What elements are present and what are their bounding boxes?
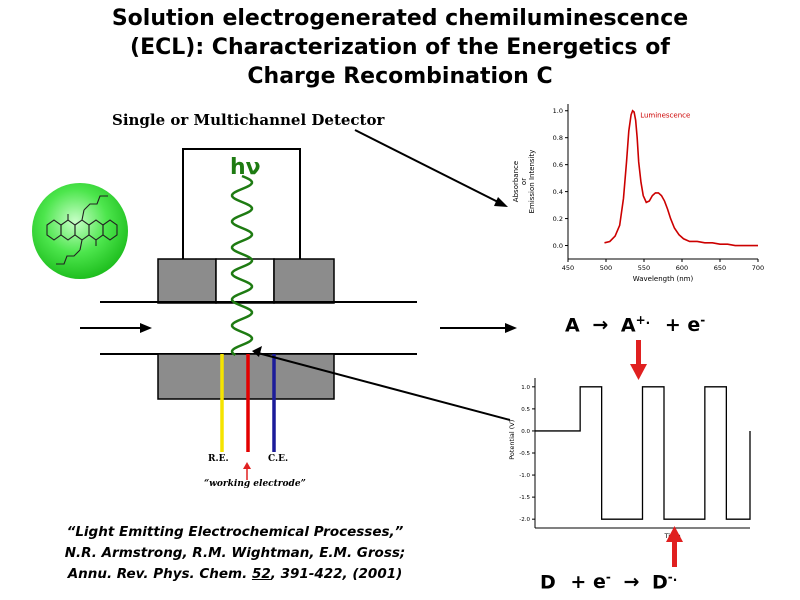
spectrum-axes bbox=[567, 104, 758, 260]
spectrum-x-tick-label: 550 bbox=[638, 264, 650, 272]
spectrum-y-tick-label: 0.2 bbox=[553, 215, 563, 223]
potential-y-tick-label: 1.0 bbox=[521, 385, 530, 391]
spectrum-y-label-line-2: or bbox=[520, 178, 528, 185]
working-electrode-pointer bbox=[243, 462, 251, 480]
spectrum-legend-label: Luminescence bbox=[640, 111, 690, 119]
potential-y-tick-label: 0.5 bbox=[521, 407, 530, 413]
molecule-structure bbox=[32, 183, 128, 279]
molecule-bonds bbox=[46, 195, 118, 265]
title-line-2: (ECL): Characterization of the Energetic… bbox=[130, 35, 670, 60]
citation: “Light Emitting Electrochemical Processe… bbox=[0, 522, 470, 585]
eq-d-electron-charge: - bbox=[605, 570, 611, 584]
slide-title: Solution electrogenerated chemiluminesce… bbox=[0, 4, 800, 91]
eq-a-ion: A bbox=[620, 314, 636, 337]
citation-pages-year: , 391-422, (2001) bbox=[270, 566, 403, 582]
citation-line-2: N.R. Armstrong, R.M. Wightman, E.M. Gros… bbox=[64, 545, 406, 561]
spectrum-x-tick-label: 650 bbox=[714, 264, 726, 272]
potential-y-tick-label: 0.0 bbox=[521, 429, 530, 435]
citation-volume: 52 bbox=[251, 566, 271, 582]
citation-line-3: Annu. Rev. Phys. Chem. 52, 391-422, (200… bbox=[0, 564, 470, 585]
working-electrode-label: “working electrode” bbox=[204, 479, 306, 489]
detector-leader-line bbox=[354, 129, 508, 207]
spectrum-y-tick-label: 0.8 bbox=[553, 134, 563, 142]
potential-x-axis-label: Time bbox=[664, 532, 681, 540]
eq-arrow: → bbox=[592, 314, 609, 337]
spectrum-y-label-line-3: Emission Intensity bbox=[528, 150, 536, 214]
eq-d-arrow: → bbox=[623, 571, 640, 594]
emission-wave bbox=[230, 174, 254, 357]
citation-journal: Annu. Rev. Phys. Chem. bbox=[67, 566, 252, 582]
potential-y-axis-label: Potential (V) bbox=[508, 420, 516, 460]
eq-d-charge: -. bbox=[667, 570, 678, 584]
spectrum-y-tick-label: 0.6 bbox=[553, 161, 563, 169]
top-block-left bbox=[157, 258, 217, 304]
spectrum-y-label-line-1: Absorbance bbox=[512, 161, 520, 202]
citation-line-1: “Light Emitting Electrochemical Processe… bbox=[66, 524, 404, 540]
spectrum-x-tick-label: 600 bbox=[676, 264, 688, 272]
spectrum-y-tick-label: 0.0 bbox=[553, 242, 563, 250]
potential-y-tick-label: -2.0 bbox=[519, 517, 530, 523]
eq-electron-charge: - bbox=[700, 313, 706, 327]
potential-y-tick-label: -1.5 bbox=[519, 495, 530, 501]
eq-a: A bbox=[565, 314, 580, 337]
reduction-equation: D + e- → D-. bbox=[540, 570, 677, 593]
re-label: R.E. bbox=[208, 454, 229, 464]
molecule-circle bbox=[32, 183, 128, 279]
potential-y-tick-label: -0.5 bbox=[519, 451, 530, 457]
eq-a-charge: +. bbox=[635, 313, 651, 327]
bottom-block bbox=[157, 353, 335, 400]
eq-d-ion: D bbox=[651, 571, 668, 594]
eq-d: D bbox=[540, 571, 556, 594]
ce-label: C.E. bbox=[268, 454, 289, 464]
spectrum-series-line bbox=[604, 109, 758, 247]
spectrum-ticks: 450 500 550 600 650 700 0.0 0.2 0.4 0.6 0.8 1.0 bbox=[553, 107, 765, 272]
flow-in-arrow bbox=[80, 323, 152, 333]
title-line-1: Solution electrogenerated chemiluminesce… bbox=[111, 6, 689, 31]
oxidation-equation: A → A+. + e- bbox=[565, 313, 705, 336]
potential-waveform-chart: 1.0 0.5 0.0 -0.5 -1.0 -1.5 -2.0 Time Potential… bbox=[508, 378, 751, 540]
top-block-right bbox=[273, 258, 335, 304]
spectrum-x-tick-label: 700 bbox=[752, 264, 764, 272]
potential-series-line bbox=[535, 386, 751, 520]
title-line-3: Charge Recombination C bbox=[247, 64, 553, 89]
eq-d-plus-electron: + e bbox=[570, 571, 606, 594]
potential-ticks: 1.0 0.5 0.0 -0.5 -1.0 -1.5 -2.0 bbox=[519, 385, 535, 523]
spectrum-y-tick-label: 1.0 bbox=[553, 107, 563, 115]
electrode-leader-line bbox=[252, 346, 511, 421]
spectrum-x-axis-label: Wavelength (nm) bbox=[633, 275, 694, 283]
potential-y-tick-label: -1.0 bbox=[519, 473, 530, 479]
eq-plus-electron: + e bbox=[664, 314, 701, 337]
detector-label: Single or Multichannel Detector bbox=[112, 111, 385, 129]
flow-out-arrow bbox=[440, 323, 517, 333]
spectrum-y-tick-label: 0.4 bbox=[553, 188, 563, 196]
luminescence-spectrum-chart: 450 500 550 600 650 700 0.0 0.2 0.4 0.6 0.8 1.0 Lum… bbox=[512, 104, 765, 283]
spectrum-x-tick-label: 500 bbox=[600, 264, 612, 272]
spectrum-x-tick-label: 450 bbox=[562, 264, 574, 272]
spectrum-y-axis-label: Absorbance or Emission Intensity bbox=[512, 150, 536, 214]
hv-label: hν bbox=[230, 155, 261, 180]
